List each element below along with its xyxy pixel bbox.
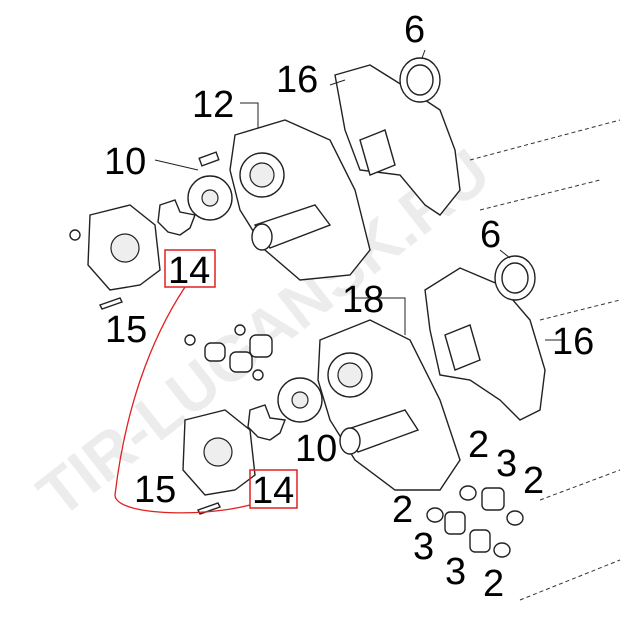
callout-16-lower: 16 [552,321,594,363]
lower-gasket-16 [424,267,546,421]
callout-2-c: 2 [392,489,413,531]
lower-gear-10 [277,377,323,423]
upper-cover-15 [87,204,161,291]
callout-14-upper: 14 [168,250,210,292]
callout-2-d: 2 [483,563,504,605]
callout-2-a: 2 [468,424,489,466]
lower-cover-15 [182,409,256,496]
callout-6-lower: 6 [480,214,501,256]
callout-14-lower: 14 [252,470,294,512]
callout-15-lower: 15 [134,469,176,511]
callout-3-b: 3 [413,526,434,568]
callout-2-b: 2 [523,460,544,502]
upper-rotor-14 [157,199,196,236]
callout-10-lower: 10 [295,428,337,470]
callout-16-upper: 16 [276,59,318,101]
callout-12: 12 [192,84,234,126]
upper-gear-10 [187,175,233,221]
seals-and-spacers [426,485,524,558]
upper-housing-12 [229,119,371,281]
callout-10-upper: 10 [104,141,146,183]
callout-18: 18 [342,279,384,321]
bushings [184,324,273,381]
highlight-box-lower-14 [249,469,298,509]
lower-rotor-14 [247,404,286,441]
callout-15-upper: 15 [105,309,147,351]
callout-6-upper: 6 [404,9,425,51]
highlight-connector [114,286,251,514]
callout-3-c: 3 [445,551,466,593]
callout-3-a: 3 [496,443,517,485]
lower-housing-18 [317,319,461,491]
highlight-box-upper-14 [164,249,216,288]
